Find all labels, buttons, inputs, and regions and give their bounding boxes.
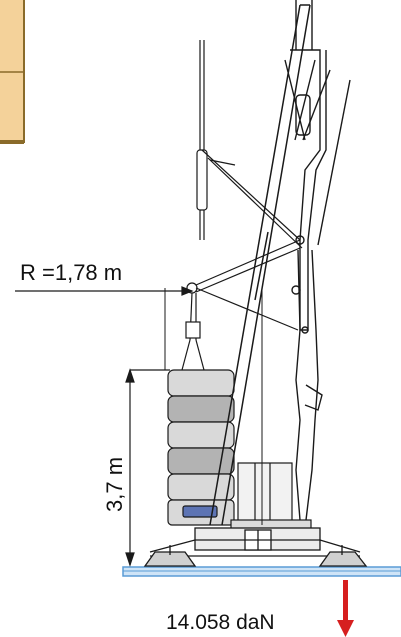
upperstructure xyxy=(230,462,312,531)
liebherr-plate xyxy=(182,505,218,518)
radius-label: R =1,78 m xyxy=(20,260,122,285)
height-label: 3,7 m xyxy=(102,457,127,512)
ground-line xyxy=(122,566,401,577)
main-boom xyxy=(209,4,311,526)
radius-dimension xyxy=(15,286,263,525)
load-table-fragment xyxy=(0,0,25,144)
down-arrow-icon xyxy=(337,580,354,637)
counterweight-stack xyxy=(167,369,235,526)
undercarriage xyxy=(143,527,368,567)
crane-arm xyxy=(291,235,323,521)
mast xyxy=(284,0,351,331)
pendant-rods xyxy=(195,40,303,331)
force-label: 14.058 daN xyxy=(166,611,275,634)
height-dimension xyxy=(125,368,170,567)
counterweight-hanger xyxy=(181,282,205,371)
